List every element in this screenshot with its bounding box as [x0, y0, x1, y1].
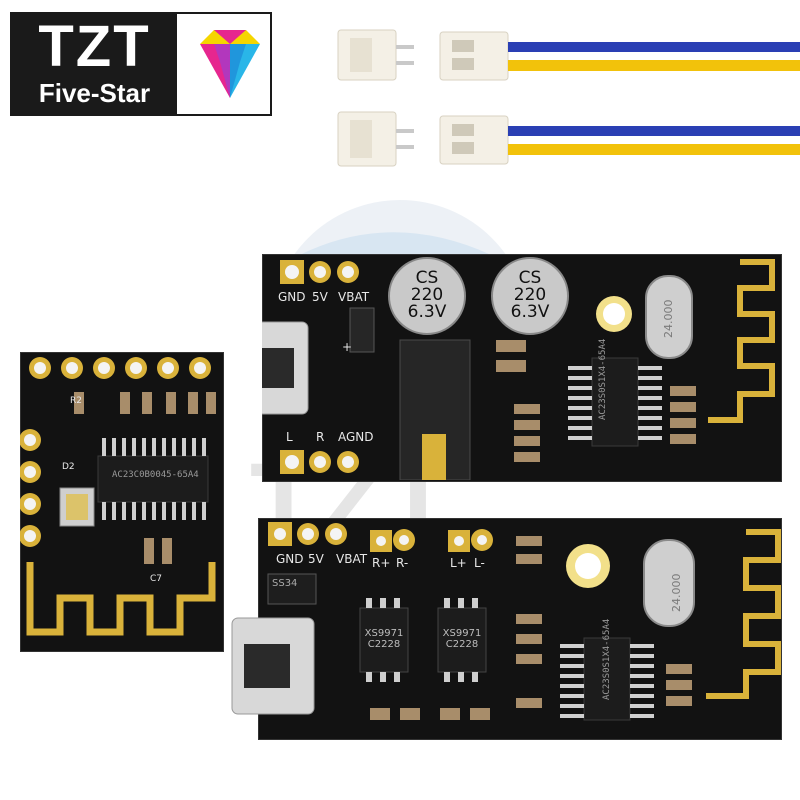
capacitor-1-label: CS 220 6.3V: [407, 268, 447, 322]
amp-chip-1-label: XS9971 C2228: [364, 628, 404, 650]
board-bottom-pin-5v: 5V: [308, 552, 324, 566]
board-top-pin-l: L: [286, 430, 293, 444]
board-bottom-artwork: [231, 522, 781, 721]
cable-2: [337, 111, 800, 167]
board-small-artwork: [20, 357, 216, 636]
board-small-label-d2: D2: [62, 462, 75, 472]
power-pads: [280, 260, 359, 284]
board-small-chip-label: AC23C0B0045-65A4: [112, 470, 199, 480]
jst-cables: [337, 29, 800, 167]
board-top-pin-agnd: AGND: [338, 430, 374, 444]
board-bottom-pin-l-minus: L-: [474, 556, 485, 570]
board-top-artwork: [262, 257, 775, 480]
board-top-pin-r: R: [316, 430, 325, 444]
board-top-chip-label: AC23S0S1X4-65A4: [598, 338, 608, 420]
board-bottom-pin-l-plus: L+: [450, 556, 467, 570]
brand-logo: TZT Five-Star: [10, 12, 272, 116]
logo-subtitle: Five-Star: [38, 78, 151, 108]
board-small-label-r2: R2: [70, 396, 82, 406]
capacitor-2-label: CS 220 6.3V: [510, 268, 550, 322]
board-bottom-pin-gnd: GND: [276, 552, 304, 566]
board-bottom-crystal-label: 24.000: [670, 573, 683, 613]
amp-chip-2-label: XS9971 C2228: [442, 628, 482, 650]
diamond-gem-icon: [200, 30, 260, 98]
board-top-polarity: +: [342, 340, 353, 354]
board-bottom-pin-r-plus: R+: [372, 556, 391, 570]
regulator-label: SS34: [272, 578, 298, 589]
cable-1: [337, 29, 800, 81]
board-top-pin-gnd: GND: [278, 290, 306, 304]
board-small-label-c7: C7: [150, 574, 163, 584]
board-top-pin-5v: 5V: [312, 290, 328, 304]
logo-title: TZT: [38, 14, 151, 79]
board-bottom-pin-r-minus: R-: [396, 556, 409, 570]
audio-pads: [280, 450, 359, 474]
board-bottom-chip-label: AC23S0S1X4-65A4: [602, 618, 612, 700]
board-top-pin-vbat: VBAT: [338, 290, 370, 304]
board-bottom-pin-vbat: VBAT: [336, 552, 368, 566]
board-top-crystal-label: 24.000: [662, 299, 675, 339]
logo-background: [12, 14, 177, 114]
